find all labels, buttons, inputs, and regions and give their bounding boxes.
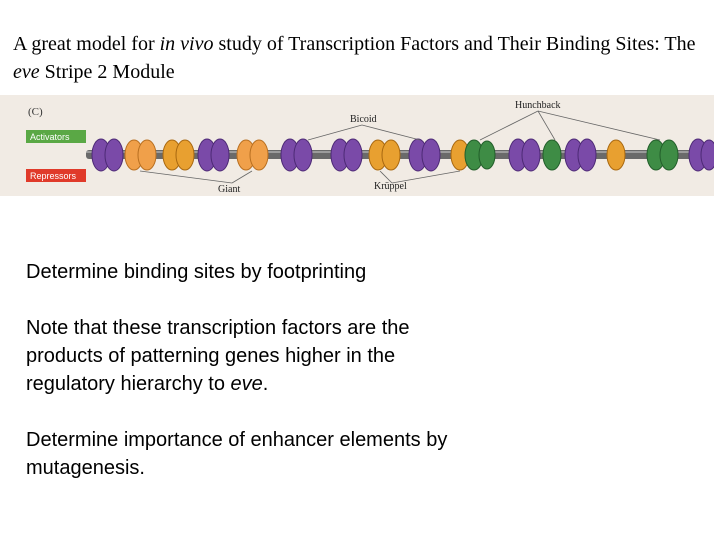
activators-label: Activators: [30, 132, 70, 142]
eve-dna-diagram: (C) Activators Repressors: [0, 95, 714, 196]
paragraph-italic-eve: eve: [231, 373, 263, 395]
kruppel-factor: [369, 140, 400, 170]
bicoid-label: Bicoid: [350, 114, 377, 125]
title-italic-in-vivo: in vivo: [160, 33, 214, 55]
hunchback-factor: [543, 140, 561, 170]
bicoid-factor: [689, 139, 714, 171]
bicoid-factor: [92, 139, 123, 171]
title-text: study of Transcription Factors and Their…: [214, 33, 696, 55]
giant-factor: [125, 140, 156, 170]
paragraph-hierarchy: Note that these transcription factors ar…: [26, 314, 466, 398]
slide-title: A great model for in vivo study of Trans…: [13, 30, 713, 86]
paragraph-text: Note that these transcription factors ar…: [26, 317, 410, 395]
panel-label: (C): [28, 106, 43, 118]
bicoid-factor: [409, 139, 440, 171]
kruppel-factor: [163, 140, 194, 170]
giant-label: Giant: [218, 184, 240, 195]
hunchback-factor: [465, 140, 495, 170]
bicoid-factor: [565, 139, 596, 171]
repressors-label: Repressors: [30, 171, 77, 181]
hunchback-factor: [647, 140, 678, 170]
bicoid-factor: [509, 139, 540, 171]
bicoid-factor: [198, 139, 229, 171]
bicoid-factor: [331, 139, 362, 171]
hunchback-label: Hunchback: [515, 100, 561, 111]
kruppel-factor: [607, 140, 625, 170]
eve-stripe2-module-figure: (C) Activators Repressors: [0, 95, 714, 196]
title-text: A great model for: [13, 33, 160, 55]
title-italic-eve: eve: [13, 61, 40, 83]
kruppel-label: Krüppel: [374, 181, 407, 192]
giant-factor: [237, 140, 268, 170]
title-text: Stripe 2 Module: [40, 61, 175, 83]
paragraph-mutagenesis: Determine importance of enhancer element…: [26, 426, 466, 482]
bicoid-factor: [281, 139, 312, 171]
paragraph-footprinting: Determine binding sites by footprinting: [26, 258, 466, 286]
paragraph-text: .: [263, 373, 269, 395]
slide-body: Determine binding sites by footprinting …: [26, 258, 466, 482]
